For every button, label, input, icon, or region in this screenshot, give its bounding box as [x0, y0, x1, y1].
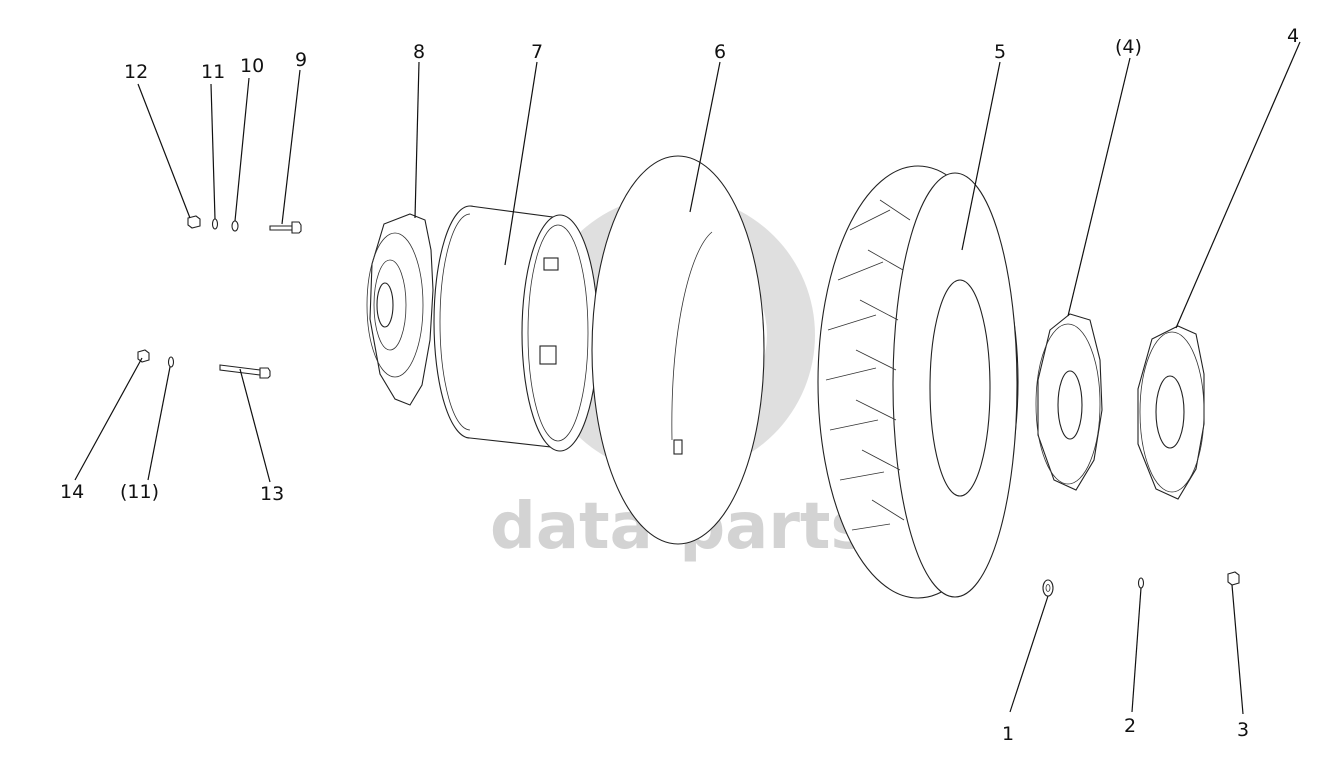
stud-bolt-icon — [219, 364, 271, 379]
washer-icon — [1042, 579, 1054, 597]
part-7-rim[interactable] — [433, 205, 599, 452]
leader-lines — [74, 41, 1301, 715]
part-14-nut[interactable] — [137, 349, 150, 363]
callout-7: 7 — [531, 41, 543, 63]
part-2-lock-washer[interactable] — [1137, 577, 1145, 589]
part-9-bolt[interactable] — [269, 221, 302, 234]
part-8-hub-flange[interactable] — [366, 213, 434, 406]
lock-washer-icon — [167, 356, 175, 368]
callout-1: 1 — [1002, 723, 1014, 745]
part-4-wheel-weight-inner[interactable] — [1035, 313, 1103, 491]
callout-9: 9 — [295, 49, 307, 71]
bolt-icon — [269, 221, 302, 234]
nut-icon — [1227, 571, 1240, 586]
part-13-stud-bolt[interactable] — [219, 364, 271, 379]
lock-washer-icon — [211, 218, 219, 230]
callout-2: 2 — [1124, 715, 1136, 737]
callout-4-bracketed: (4) — [1115, 36, 1142, 58]
callout-10: 10 — [240, 55, 264, 77]
callout-6: 6 — [714, 41, 726, 63]
part-11-lock-washer[interactable] — [211, 218, 219, 230]
callout-14: 14 — [60, 481, 84, 503]
part-12-nut[interactable] — [187, 215, 201, 229]
inner-tube-icon — [591, 155, 765, 545]
part-5-tractor-tyre[interactable] — [817, 165, 1019, 599]
part-4-wheel-weight-outer[interactable] — [1137, 325, 1205, 500]
callout-11-bracketed: (11) — [120, 481, 159, 503]
part-6-inner-tube[interactable] — [591, 155, 765, 545]
callout-11: 11 — [201, 61, 225, 83]
part-11b-lock-washer[interactable] — [167, 356, 175, 368]
callout-3: 3 — [1237, 719, 1249, 741]
part-3-nut[interactable] — [1227, 571, 1240, 586]
callout-labels: 12 11 10 9 8 7 6 5 (4) 4 14 (11) 13 1 2 … — [60, 25, 1299, 745]
washer-icon — [231, 220, 239, 232]
part-10-washer[interactable] — [231, 220, 239, 232]
callout-13: 13 — [260, 483, 284, 505]
lock-washer-icon — [1137, 577, 1145, 589]
nut-icon — [187, 215, 201, 229]
part-1-washer[interactable] — [1042, 579, 1054, 597]
nut-icon — [137, 349, 150, 363]
callout-4: 4 — [1287, 25, 1299, 47]
callout-5: 5 — [994, 41, 1006, 63]
callout-8: 8 — [413, 41, 425, 63]
callout-12: 12 — [124, 61, 148, 83]
